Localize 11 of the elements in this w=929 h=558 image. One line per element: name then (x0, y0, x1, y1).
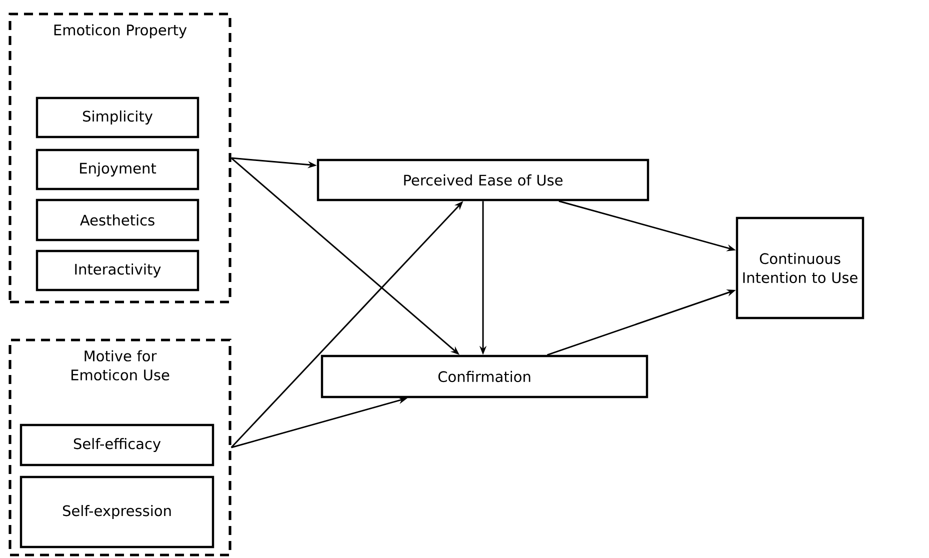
construct-box: Enjoyment (36, 148, 200, 190)
construct-box: Continuous Intention to Use (736, 216, 864, 320)
group-title: Emoticon Property (54, 24, 187, 38)
construct-box: Self-efficacy (20, 424, 214, 466)
construct-box: Interactivity (36, 250, 200, 292)
group-title: Motive for Emoticon Use (72, 350, 170, 380)
construct-box: Simplicity (36, 96, 200, 138)
construct-box: Perceived Ease of Use (316, 158, 650, 202)
construct-box: Aesthetics (36, 198, 200, 242)
construct-box: Confirmation (320, 354, 648, 398)
construct-box: Self-expression (20, 476, 214, 548)
